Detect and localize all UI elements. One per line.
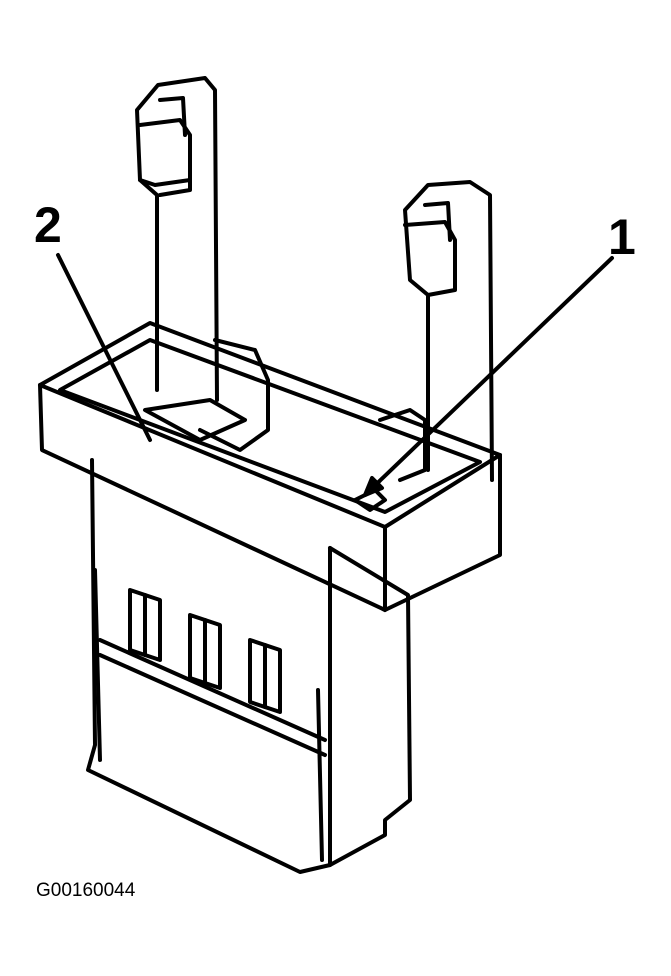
collar-frame bbox=[38, 321, 502, 612]
lower-body bbox=[86, 458, 412, 874]
callout-1: 1 bbox=[608, 209, 636, 265]
right-prong bbox=[403, 180, 494, 482]
figure-id: G00160044 bbox=[36, 880, 136, 901]
callout-2: 2 bbox=[34, 197, 62, 253]
leader-lines bbox=[56, 253, 614, 497]
left-prong bbox=[135, 76, 219, 402]
